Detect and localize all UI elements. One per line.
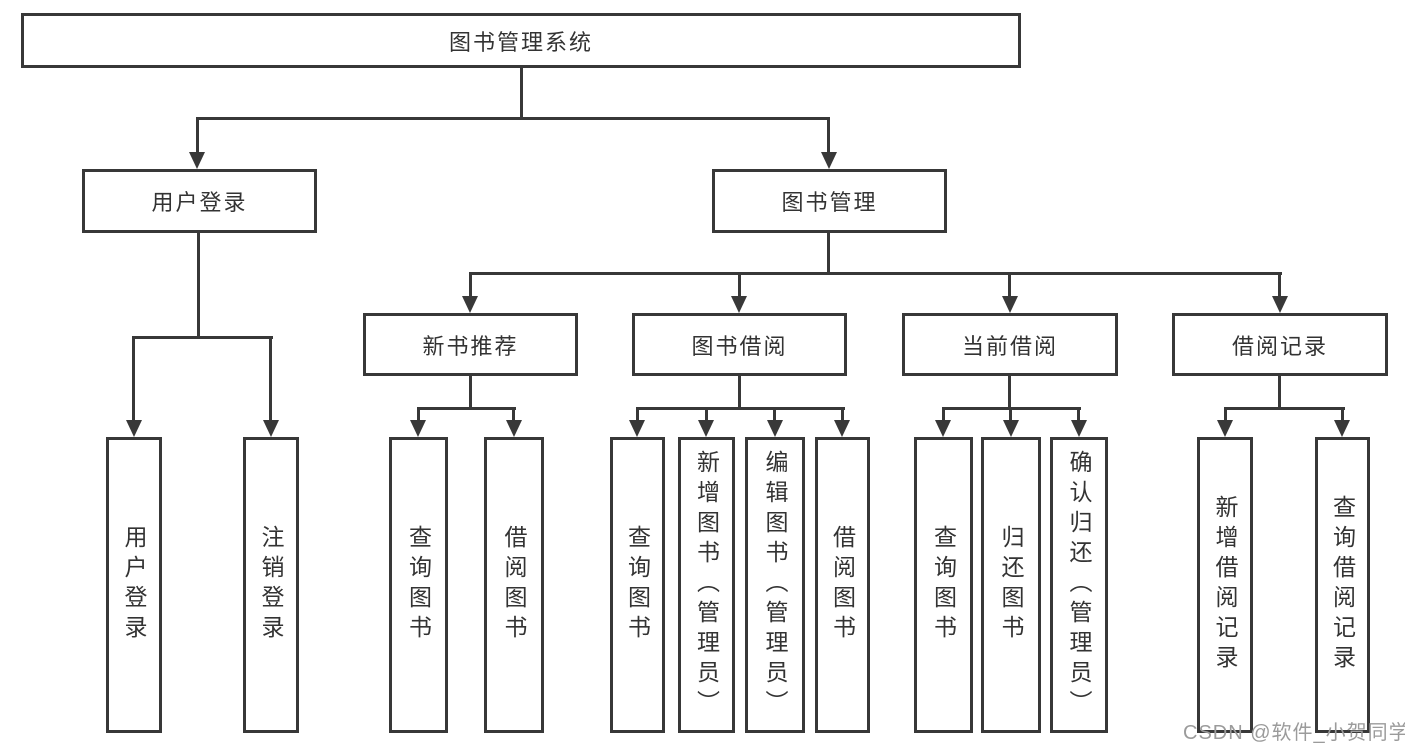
csdn-watermark: CSDN @软件_小贺同学 — [1183, 722, 1405, 744]
arrowhead-new-book — [462, 296, 478, 313]
connector-drop-bb-query — [636, 407, 639, 421]
arrowhead-bb-add — [698, 420, 714, 437]
connector-drop-cb-confirm — [1077, 407, 1080, 421]
arrowhead-book-mgmt — [821, 152, 837, 169]
arrowhead-cb-return — [1003, 420, 1019, 437]
leaf-nb-borrow-books: 借阅图书 — [484, 437, 544, 733]
node-user-login: 用户登录 — [82, 169, 317, 233]
leaf-nb-borrow-books-label: 借阅图书 — [501, 525, 527, 645]
connector-user-login-bar — [132, 336, 273, 339]
node-borrow-record-label: 借阅记录 — [1231, 333, 1328, 359]
leaf-bb-edit-books-admin: 编辑图书（管理员） — [745, 437, 805, 733]
node-borrow-record: 借阅记录 — [1172, 313, 1388, 376]
connector-drop-bb-add — [705, 407, 708, 421]
arrowhead-leaf-login — [126, 420, 142, 437]
connector-drop-bb-edit — [773, 407, 776, 421]
leaf-cb-query-books-label: 查询图书 — [930, 525, 957, 645]
arrowhead-br-query — [1334, 420, 1350, 437]
leaf-user-login-label: 用户登录 — [121, 525, 147, 645]
node-book-borrow-label: 图书借阅 — [691, 333, 788, 359]
connector-drop-br-query — [1341, 407, 1344, 421]
arrowhead-current-borrow — [1002, 296, 1018, 313]
arrowhead-leaf-logout — [263, 420, 279, 437]
leaf-br-add-record-label: 新增借阅记录 — [1212, 495, 1238, 675]
node-current-borrow-label: 当前借阅 — [961, 333, 1058, 359]
node-book-mgmt: 图书管理 — [712, 169, 947, 233]
leaf-bb-borrow-books-label: 借阅图书 — [829, 525, 856, 645]
arrowhead-nb-query — [410, 420, 426, 437]
node-new-book-rec: 新书推荐 — [363, 313, 578, 376]
node-root-label: 图书管理系统 — [448, 29, 593, 55]
arrowhead-user-login — [189, 152, 205, 169]
connector-drop-cb-query — [942, 407, 945, 421]
connector-borrow-record-bar — [1224, 407, 1345, 410]
leaf-bb-query-books-label: 查询图书 — [624, 525, 651, 645]
connector-user-login-stem — [197, 233, 200, 336]
connector-current-borrow-stem — [1008, 376, 1011, 407]
arrowhead-book-borrow — [731, 296, 747, 313]
connector-book-borrow-stem — [738, 376, 741, 407]
leaf-br-query-record-label: 查询借阅记录 — [1329, 495, 1356, 675]
arrowhead-bb-query — [629, 420, 645, 437]
node-user-login-label: 用户登录 — [151, 190, 248, 215]
arrowhead-cb-query — [935, 420, 951, 437]
node-book-borrow: 图书借阅 — [632, 313, 847, 376]
connector-drop-bb-borrow — [841, 407, 844, 421]
arrowhead-borrow-record — [1272, 296, 1288, 313]
leaf-user-login: 用户登录 — [106, 437, 162, 733]
connector-drop-book-mgmt — [827, 117, 830, 153]
connector-book-borrow-bar — [636, 407, 845, 410]
leaf-cb-return-books-label: 归还图书 — [998, 525, 1024, 645]
leaf-br-add-record: 新增借阅记录 — [1197, 437, 1253, 733]
leaf-cb-return-books: 归还图书 — [981, 437, 1041, 733]
connector-drop-nb-query — [417, 407, 420, 421]
leaf-logout-label: 注销登录 — [258, 525, 284, 645]
connector-drop-borrow-record — [1278, 272, 1281, 297]
arrowhead-bb-edit — [767, 420, 783, 437]
connector-new-book-stem — [469, 376, 472, 407]
node-book-mgmt-label: 图书管理 — [781, 190, 878, 215]
leaf-bb-edit-books-admin-label: 编辑图书（管理员） — [762, 450, 788, 720]
leaf-nb-query-books: 查询图书 — [389, 437, 448, 733]
connector-drop-leaf-logout — [269, 336, 272, 421]
connector-drop-current-borrow — [1008, 272, 1011, 297]
leaf-bb-borrow-books: 借阅图书 — [815, 437, 870, 733]
leaf-cb-confirm-return-admin-label: 确认归还（管理员） — [1066, 450, 1092, 720]
leaf-bb-add-books-admin-label: 新增图书（管理员） — [693, 450, 720, 720]
connector-drop-cb-return — [1009, 407, 1012, 421]
leaf-cb-query-books: 查询图书 — [914, 437, 973, 733]
connector-drop-leaf-login — [132, 336, 135, 421]
connector-book-mgmt-stem — [827, 233, 830, 272]
arrowhead-cb-confirm — [1071, 420, 1087, 437]
connector-book-mgmt-bar — [469, 272, 1282, 275]
connector-new-book-bar — [417, 407, 516, 410]
connector-drop-nb-borrow — [512, 407, 515, 421]
node-current-borrow: 当前借阅 — [902, 313, 1118, 376]
leaf-bb-query-books: 查询图书 — [610, 437, 665, 733]
node-new-book-rec-label: 新书推荐 — [422, 333, 519, 359]
leaf-cb-confirm-return-admin: 确认归还（管理员） — [1050, 437, 1108, 733]
connector-drop-book-borrow — [738, 272, 741, 297]
connector-borrow-record-stem — [1278, 376, 1281, 407]
connector-root-bar — [196, 117, 830, 120]
connector-root-stem — [520, 68, 523, 117]
connector-drop-user-login — [196, 117, 199, 153]
connector-drop-new-book — [469, 272, 472, 297]
node-root: 图书管理系统 — [21, 13, 1021, 68]
leaf-bb-add-books-admin: 新增图书（管理员） — [678, 437, 735, 733]
leaf-nb-query-books-label: 查询图书 — [405, 525, 432, 645]
arrowhead-bb-borrow — [834, 420, 850, 437]
arrowhead-nb-borrow — [506, 420, 522, 437]
leaf-logout: 注销登录 — [243, 437, 299, 733]
arrowhead-br-add — [1217, 420, 1233, 437]
connector-drop-br-add — [1224, 407, 1227, 421]
leaf-br-query-record: 查询借阅记录 — [1315, 437, 1370, 733]
